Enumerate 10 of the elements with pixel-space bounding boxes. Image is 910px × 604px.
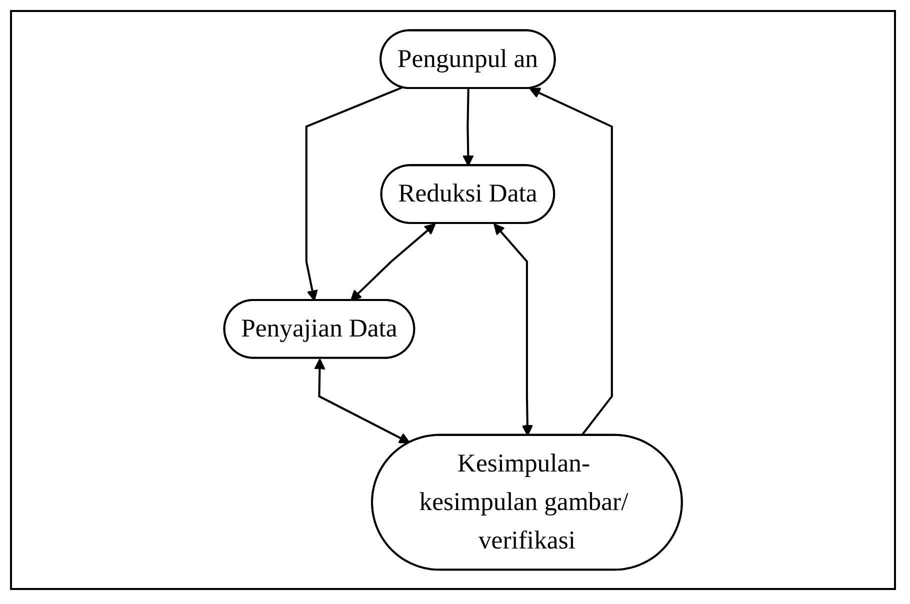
arrow	[462, 88, 474, 166]
process-ellipse: Pengunpul an	[380, 29, 556, 90]
arrow	[305, 86, 402, 302]
arrow	[529, 88, 613, 436]
process-ellipse: Penyajian Data	[223, 299, 416, 359]
process-ellipse: Reduksi Data	[380, 164, 555, 224]
arrow	[350, 223, 436, 302]
process-ellipse: Kesimpulan- kesimpulan gambar/ verifikasi	[371, 434, 683, 571]
arrow	[314, 358, 410, 444]
arrow	[494, 223, 534, 436]
